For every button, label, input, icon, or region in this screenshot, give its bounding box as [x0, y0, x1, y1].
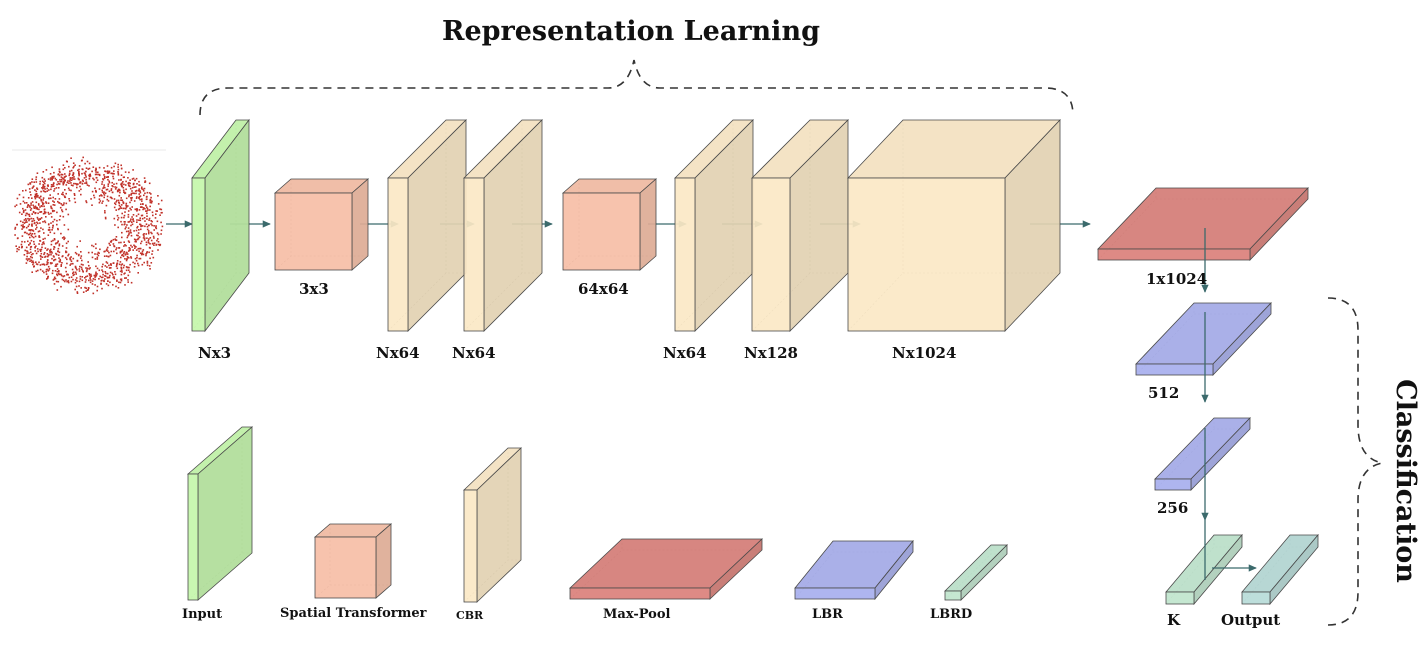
- legend-max-pool-swatch: [568, 538, 764, 600]
- lbrd-k-layer: [1165, 533, 1243, 606]
- legend-input-swatch: [186, 426, 254, 601]
- cbr-4-label: Nx128: [744, 344, 798, 362]
- layer-blocks: [186, 118, 1319, 606]
- cbr-1-label: Nx64: [376, 344, 420, 362]
- legend-cbr-label: CBR: [456, 609, 484, 622]
- representation-learning-title: Representation Learning: [442, 16, 820, 47]
- cbr-layer-1: [387, 119, 467, 332]
- legend-cbr-swatch: [463, 447, 522, 603]
- lbr-fc-256: [1154, 417, 1251, 491]
- legend-spatial-transformer-swatch: [313, 523, 393, 599]
- classification-title: Classification: [1390, 379, 1421, 583]
- braces: [199, 59, 1383, 626]
- spatial-transformer-64x64: [561, 178, 658, 271]
- legend-lbrd-label: LBRD: [930, 607, 972, 622]
- input-layer: [191, 118, 250, 333]
- classification-brace: [1327, 297, 1383, 626]
- k-output-label: K: [1167, 611, 1181, 629]
- lbr-fc-512: [1135, 301, 1272, 377]
- output-label: Output: [1221, 611, 1280, 629]
- cbr-layer-5: [847, 118, 1061, 333]
- fc-512-label: 512: [1148, 384, 1179, 402]
- spatial-transformer-3x3: [273, 178, 370, 271]
- legend-lbrd-swatch: [944, 544, 1008, 601]
- output-layer: [1241, 533, 1319, 606]
- flow-arrows-overlay: [1201, 228, 1257, 580]
- legend-lbr-swatch: [794, 539, 914, 601]
- cbr-2-label: Nx64: [452, 344, 496, 362]
- fc-256-label: 256: [1157, 499, 1188, 517]
- cbr-5-label: Nx1024: [892, 344, 956, 362]
- max-pool-layer: [1097, 186, 1309, 262]
- transform-3x3-label: 3x3: [299, 280, 329, 298]
- cbr-layer-4: [751, 119, 849, 332]
- cbr-3-label: Nx64: [663, 344, 707, 362]
- cbr-layer-2: [463, 119, 543, 332]
- legend-lbr-label: LBR: [812, 607, 843, 622]
- legend-spatial-transformer-label: Spatial Transformer: [280, 606, 427, 621]
- point-cloud-image: [12, 149, 166, 295]
- cbr-layer-3: [674, 119, 754, 332]
- input-layer-label: Nx3: [198, 344, 231, 362]
- transform-64x64-label: 64x64: [578, 280, 629, 298]
- legend-input-label: Input: [182, 607, 222, 622]
- legend-max-pool-label: Max-Pool: [603, 607, 670, 622]
- max-pool-label: 1x1024: [1146, 270, 1207, 288]
- representation-learning-brace: [199, 59, 1074, 116]
